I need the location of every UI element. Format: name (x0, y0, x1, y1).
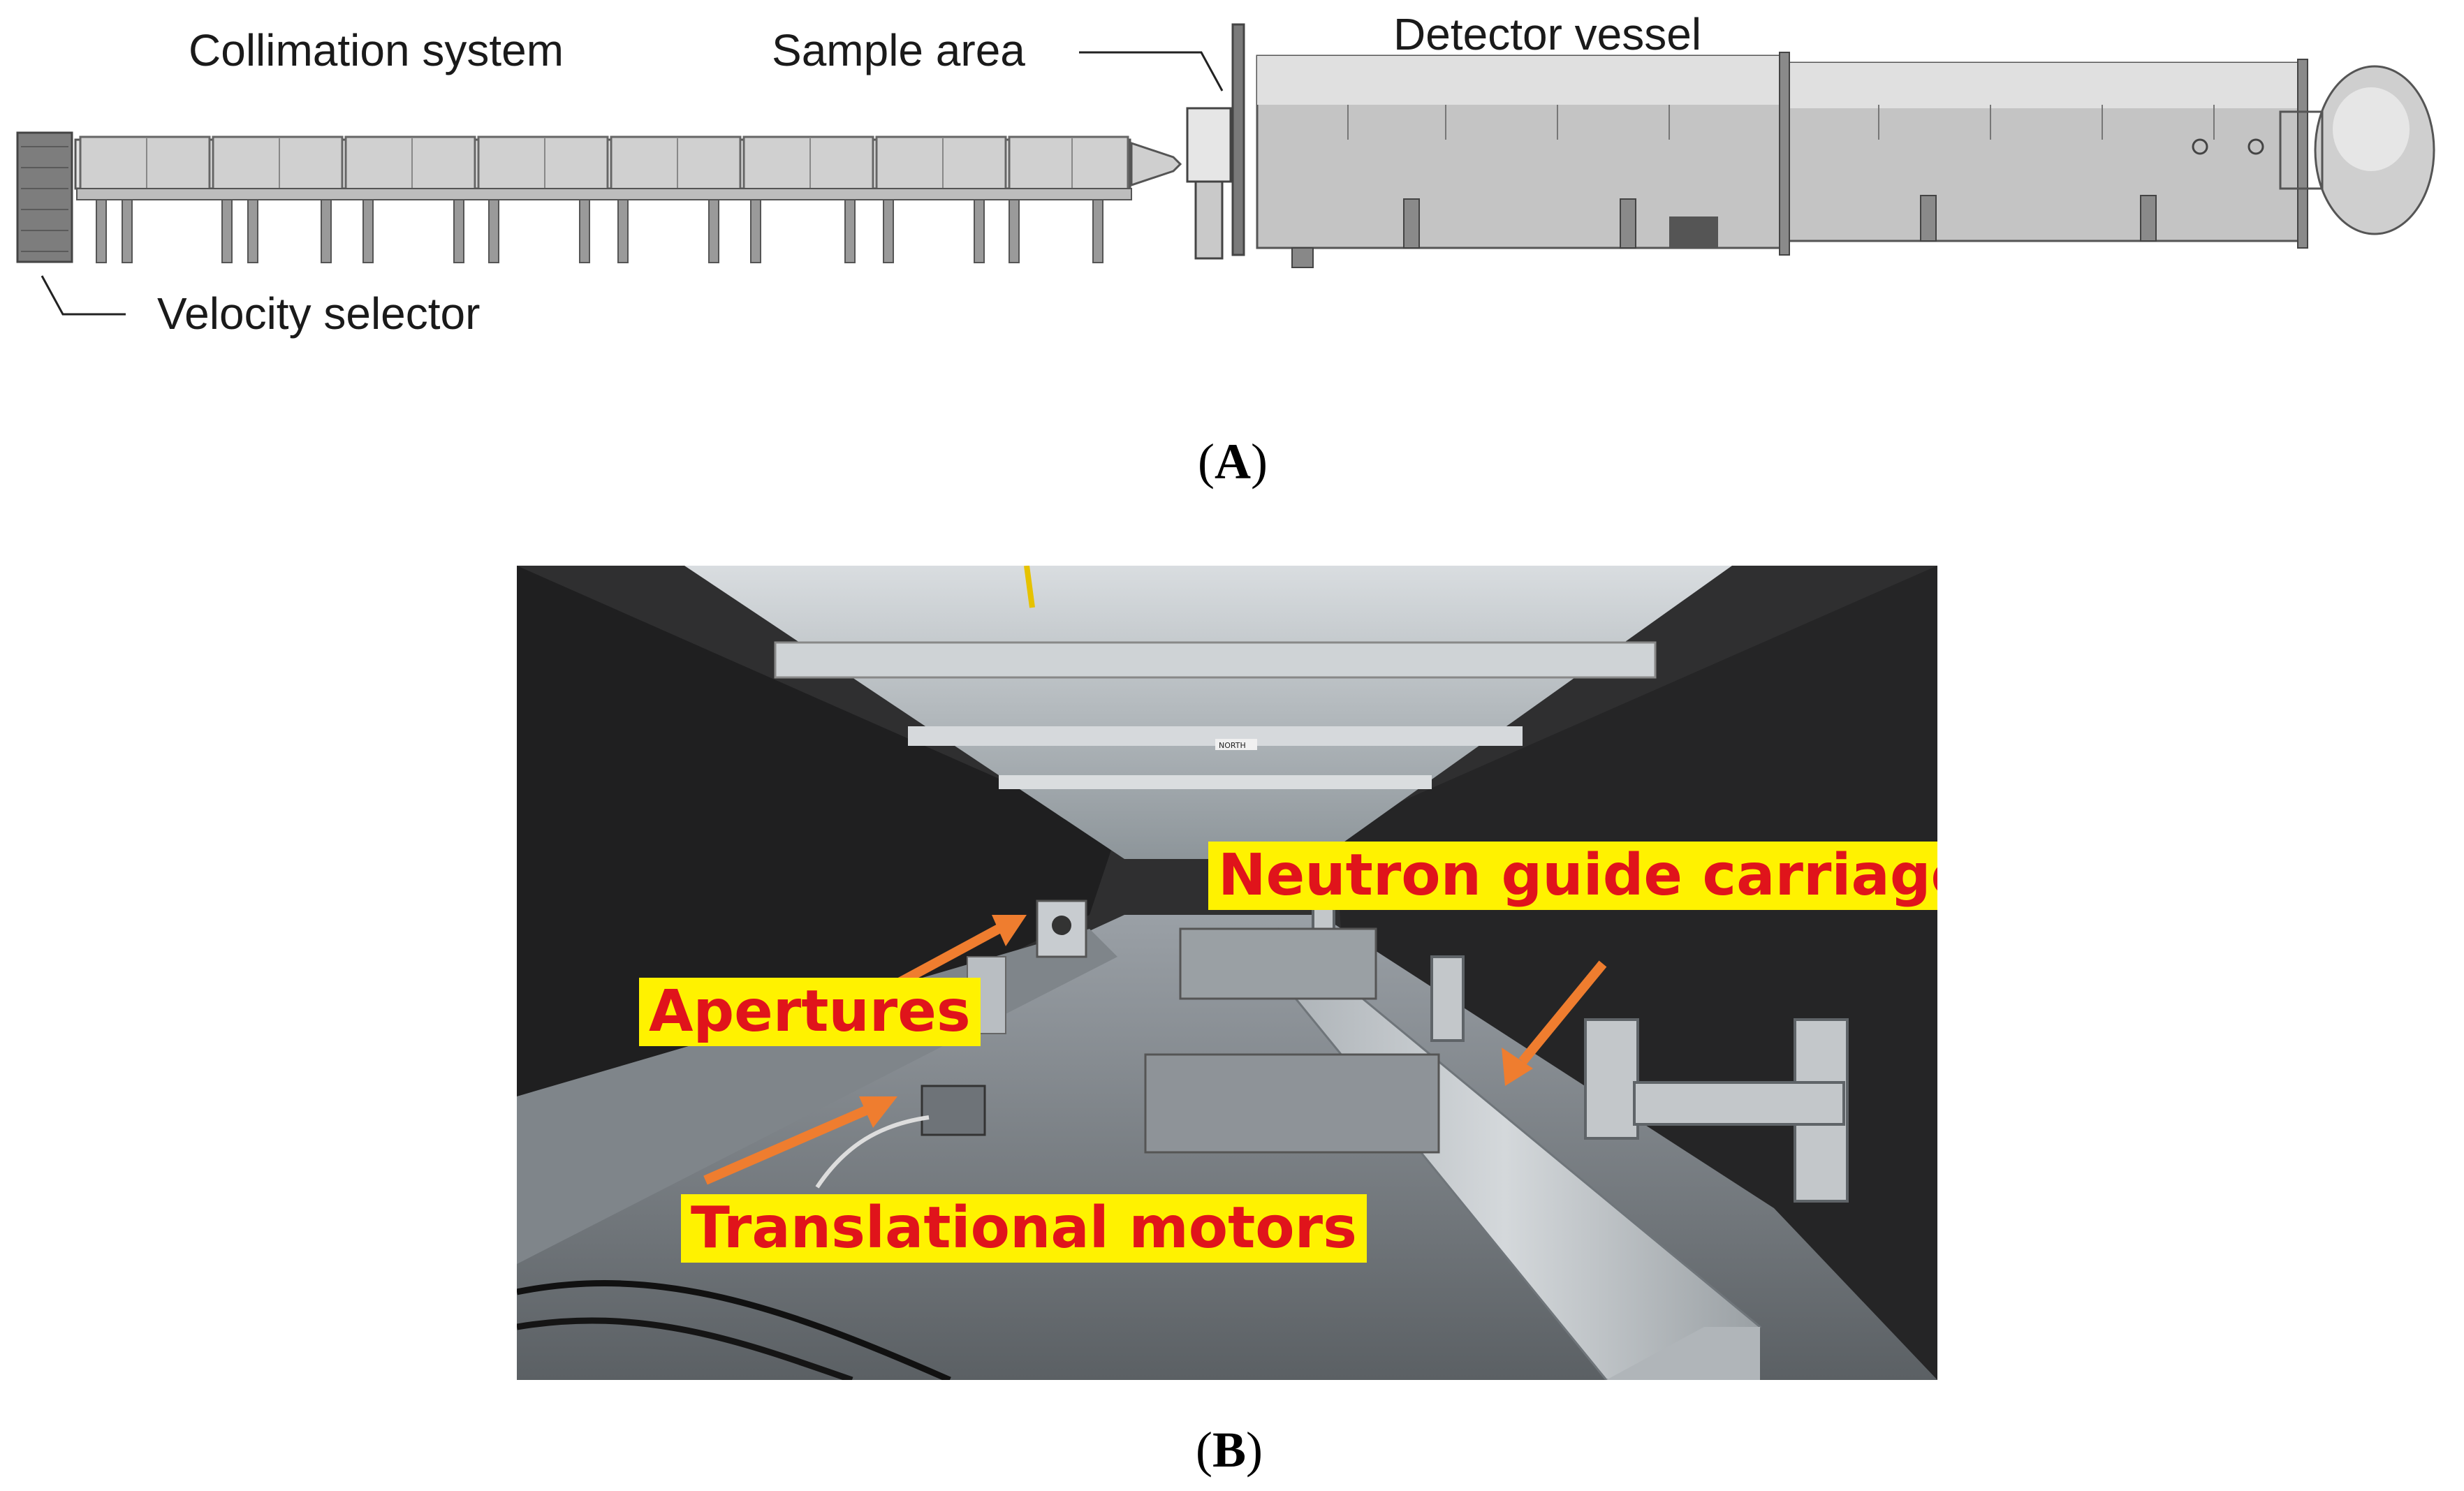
sample-area-stage (1186, 23, 1245, 260)
label-velocity-selector: Velocity selector (157, 288, 481, 339)
label-detector-vessel: Detector vessel (1393, 9, 1702, 59)
instrument-schematic (16, 23, 2435, 316)
callout-translational-motors: Translational motors (681, 1194, 1367, 1263)
label-sample-area: Sample area (772, 25, 1025, 75)
callout-neutron-guide-carriages: Neutron guide carriages (1208, 842, 1937, 911)
caption-a: (A) (1198, 434, 1268, 490)
label-collimation-system: Collimation system (189, 25, 564, 75)
caption-a-letter: A (1214, 434, 1251, 490)
caption-b: (B) (1196, 1422, 1263, 1478)
caption-b-letter: B (1212, 1422, 1247, 1478)
detector-vessel (1256, 52, 2435, 268)
sample-leader-line (1079, 51, 1224, 91)
velocity-selector-block (16, 131, 73, 263)
support-legs (96, 199, 1103, 263)
callout-apertures: Apertures (639, 978, 981, 1047)
instrument-photo: NORTH (517, 566, 1937, 1380)
velocity-leader-line (41, 275, 126, 316)
north-sign: NORTH (1219, 741, 1246, 750)
